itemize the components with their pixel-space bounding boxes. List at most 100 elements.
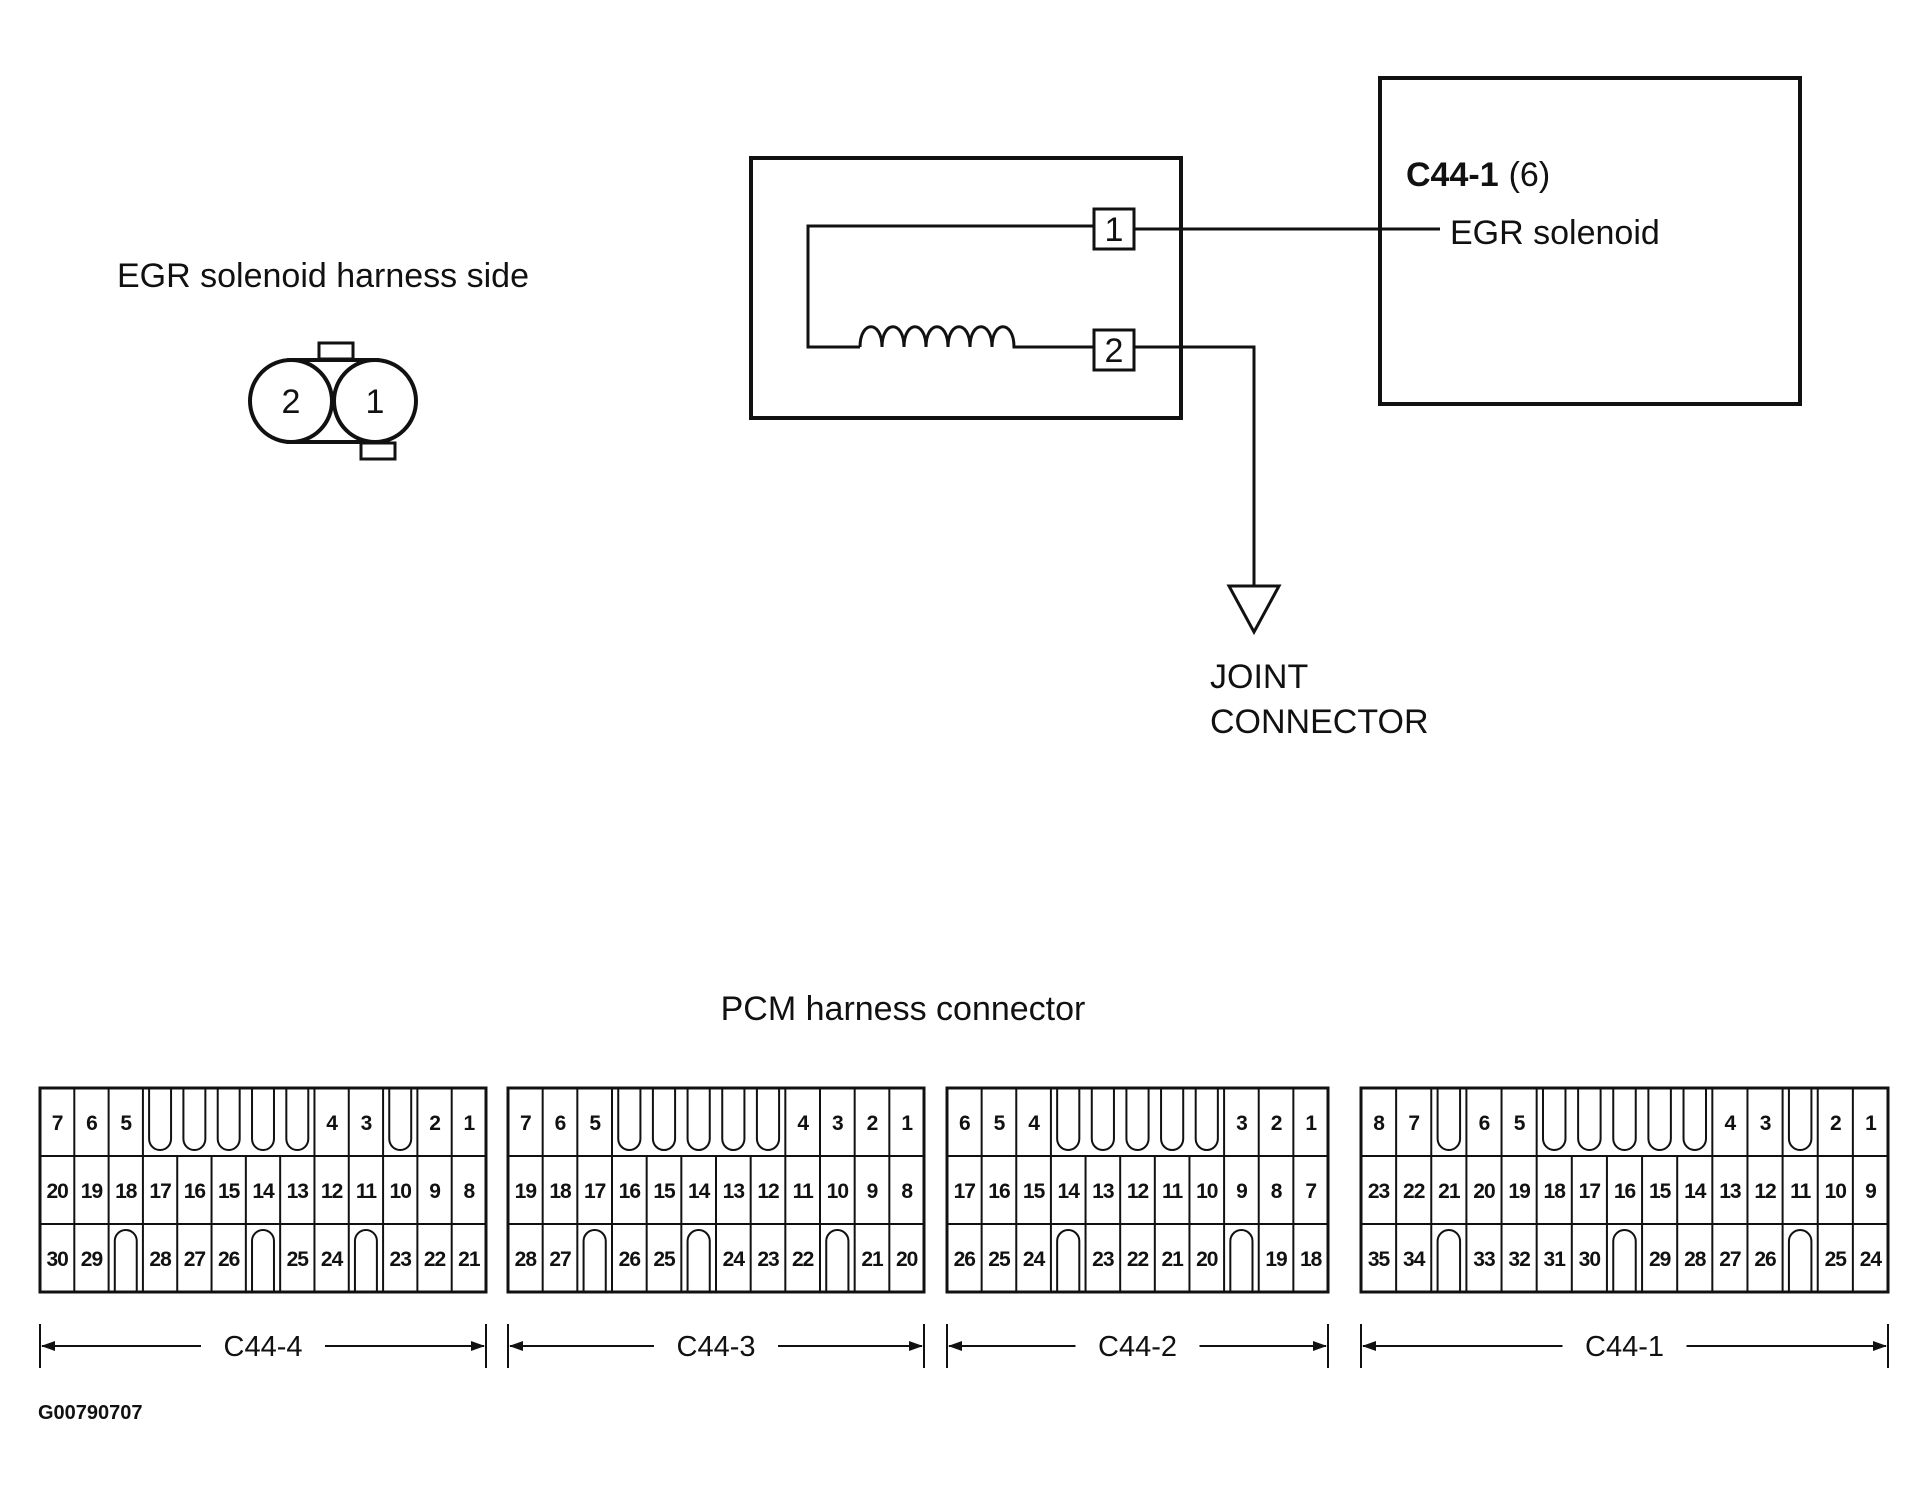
pin-c44-2-5: 5 [994,1112,1006,1135]
pin-c44-1-27: 27 [1719,1248,1741,1271]
pin-c44-3-11: 11 [793,1180,815,1203]
connector-name-c44-3: C44-3 [677,1331,756,1363]
solenoid-pin-1: 1 [1105,211,1124,249]
pin-c44-1-11: 11 [1790,1180,1812,1203]
key-slot-bottom [1056,1229,1081,1292]
pin-c44-1-4: 4 [1725,1112,1737,1135]
egr-solenoid-unit [749,156,1183,420]
pin-c44-1-2: 2 [1830,1112,1841,1135]
pin-c44-2-26: 26 [954,1248,976,1271]
pin-c44-3-22: 22 [792,1248,814,1271]
pin-c44-1-26: 26 [1754,1248,1776,1271]
pin-c44-1-21: 21 [1438,1180,1461,1203]
pin-c44-1-1: 1 [1865,1112,1877,1135]
pin-c44-3-1: 1 [901,1112,913,1135]
key-slot-bottom [1787,1229,1813,1292]
key-slot-top [1160,1088,1185,1151]
key-slot-top [1436,1088,1462,1151]
pin-c44-4-3: 3 [361,1112,372,1135]
key-slot-top [1125,1088,1150,1151]
pin-c44-2-24: 24 [1023,1248,1046,1271]
pin-c44-4-16: 16 [184,1180,206,1203]
pin-c44-4-23: 23 [390,1248,412,1271]
pin-c44-4-11: 11 [356,1180,378,1203]
connector-outline [945,1086,1330,1294]
pin-c44-3-27: 27 [549,1248,571,1271]
pin-c44-4-7: 7 [52,1112,63,1135]
key-slot-top [216,1088,241,1151]
pin-c44-1-6: 6 [1479,1112,1490,1135]
pin-c44-3-21: 21 [861,1248,884,1271]
pin-c44-2-23: 23 [1092,1248,1114,1271]
pcm-harness-title: PCM harness connector [721,990,1086,1028]
key-slot-top [1056,1088,1081,1151]
key-slot-top [721,1088,746,1151]
pin-c44-1-24: 24 [1860,1248,1883,1271]
pin-c44-4-28: 28 [149,1248,172,1271]
pin-c44-3-19: 19 [515,1180,537,1203]
ground-wire [1134,345,1282,636]
pin-c44-1-14: 14 [1684,1180,1707,1203]
key-slot-top [1090,1088,1115,1151]
key-slot-top [1194,1088,1219,1151]
pin-c44-3-28: 28 [515,1248,538,1271]
pin-c44-1-9: 9 [1865,1180,1876,1203]
pin-c44-2-8: 8 [1271,1180,1283,1203]
joint-connector-symbol [1226,584,1282,636]
pin-c44-1-32: 32 [1508,1248,1530,1271]
key-slot-top [617,1088,642,1151]
harness-pin-2: 2 [282,383,301,421]
key-slot-top [148,1088,173,1151]
pin-c44-3-5: 5 [589,1112,601,1135]
pin-c44-1-29: 29 [1649,1248,1671,1271]
pin-c44-1-18: 18 [1544,1180,1567,1203]
pin-c44-1-19: 19 [1508,1180,1530,1203]
pin-c44-3-14: 14 [688,1180,711,1203]
pin-c44-1-16: 16 [1614,1180,1636,1203]
pin-c44-4-1: 1 [464,1112,476,1135]
pin-c44-4-19: 19 [81,1180,103,1203]
pin-c44-1-17: 17 [1579,1180,1601,1203]
pin-c44-3-20: 20 [896,1248,918,1271]
pin-c44-1-25: 25 [1825,1248,1848,1271]
harness-side-label: EGR solenoid harness side [117,257,529,295]
key-slot-top [1647,1088,1672,1151]
joint-label-line1: JOINT [1210,658,1308,696]
pin-c44-1-15: 15 [1649,1180,1672,1203]
pin-c44-3-25: 25 [653,1248,676,1271]
pin-c44-4-10: 10 [390,1180,412,1203]
pin-c44-3-17: 17 [584,1180,606,1203]
pin-c44-1-13: 13 [1719,1180,1741,1203]
pin-c44-2-6: 6 [959,1112,970,1135]
key-slot-bottom [251,1229,275,1292]
key-slot-top [651,1088,677,1151]
pin-c44-1-35: 35 [1368,1248,1391,1271]
pin-c44-2-3: 3 [1236,1112,1247,1135]
pin-c44-3-7: 7 [520,1112,531,1135]
pin-c44-2-11: 11 [1162,1180,1184,1203]
pin-c44-3-16: 16 [619,1180,641,1203]
pin-c44-3-8: 8 [901,1180,913,1203]
pin-c44-1-22: 22 [1403,1180,1425,1203]
key-slot-top [1577,1088,1602,1151]
pin-c44-4-25: 25 [287,1248,310,1271]
pin-c44-3-2: 2 [867,1112,878,1135]
pin-c44-2-17: 17 [954,1180,976,1203]
pcm-connector-pin: (6) [1509,156,1551,194]
pin-c44-3-10: 10 [827,1180,849,1203]
pin-c44-2-18: 18 [1300,1248,1323,1271]
pin-c44-2-4: 4 [1028,1112,1040,1135]
pin-c44-2-10: 10 [1196,1180,1218,1203]
pin-c44-3-3: 3 [832,1112,843,1135]
key-slot-bottom [825,1229,850,1292]
key-slot-bottom [582,1229,607,1292]
connector-name-c44-4: C44-4 [224,1331,303,1363]
pin-c44-3-9: 9 [867,1180,878,1203]
key-slot-top [1787,1088,1813,1151]
pcm-box [1378,76,1802,406]
pin-c44-2-21: 21 [1161,1248,1184,1271]
connector-outline [1359,1086,1890,1294]
